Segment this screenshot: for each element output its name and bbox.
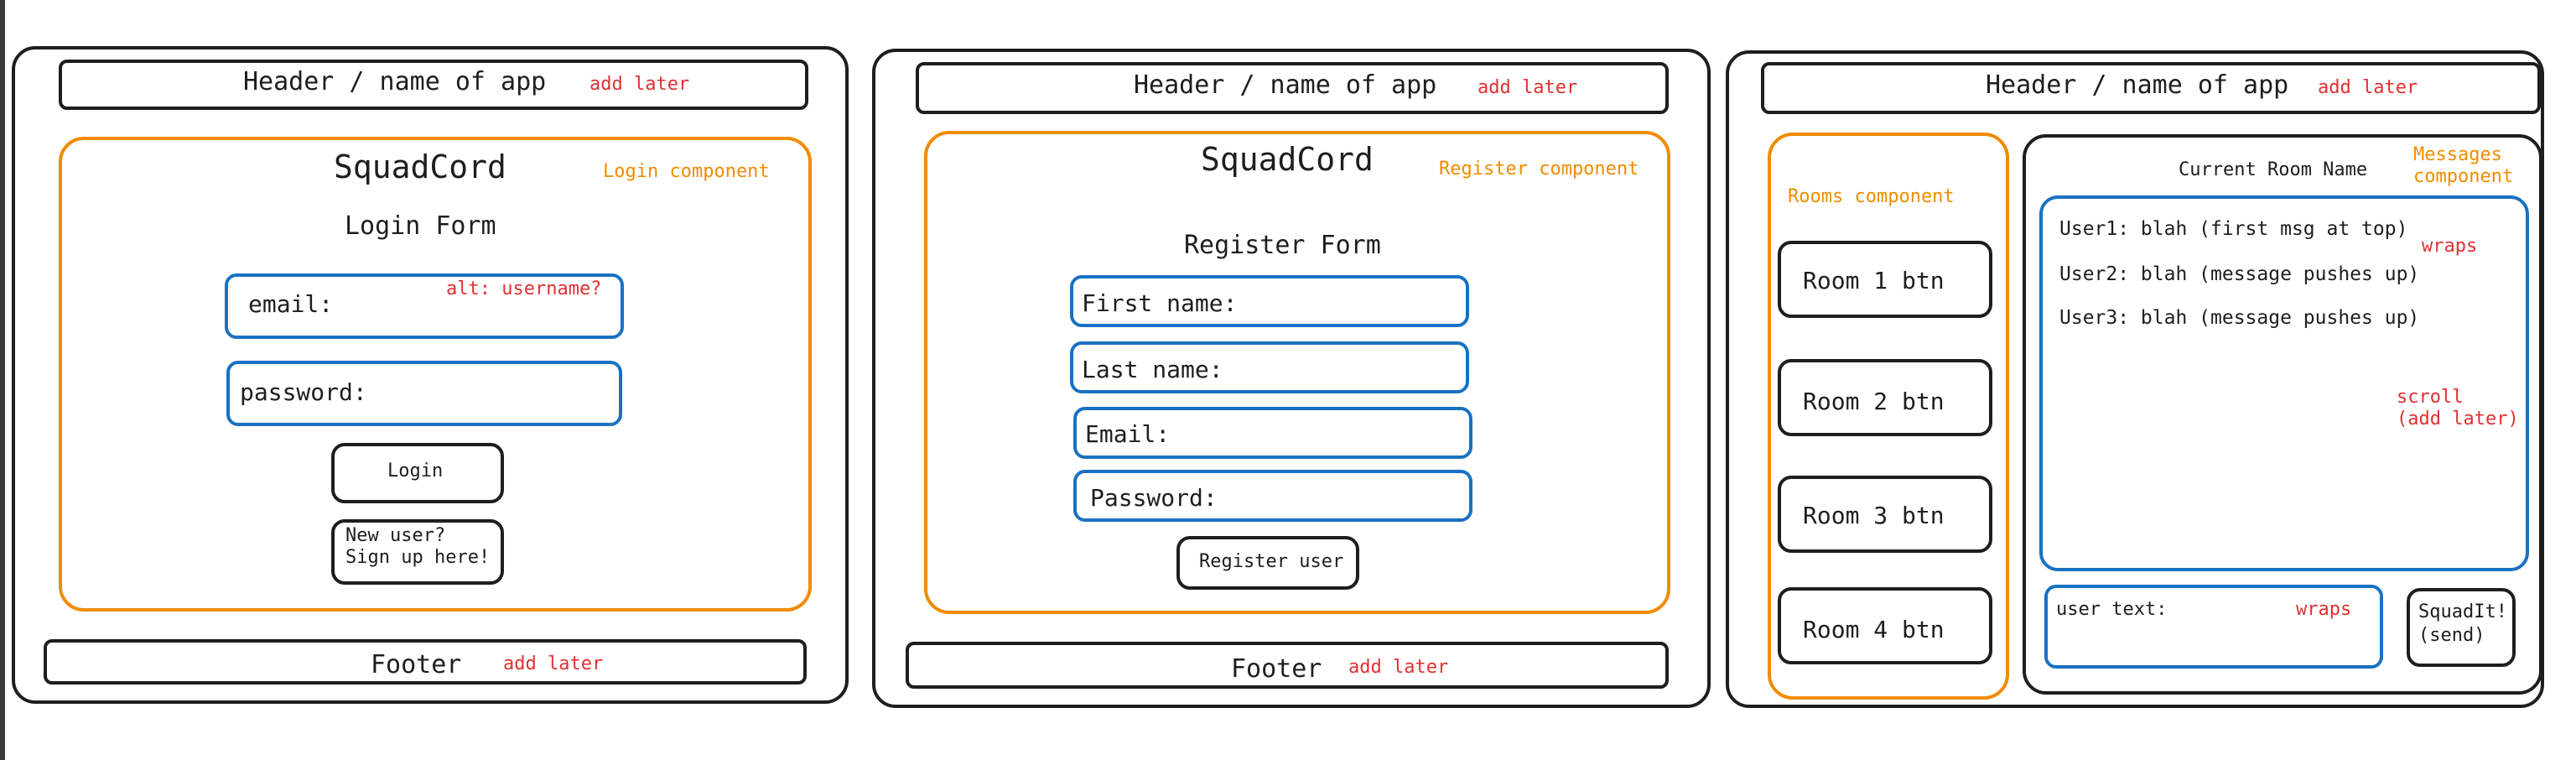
room-3-button[interactable]	[1778, 476, 1992, 553]
room-2-button[interactable]	[1778, 359, 1992, 436]
room-3-label: Room 3 btn	[1803, 502, 1945, 529]
register-form-title: Register Form	[1184, 231, 1381, 260]
scroll-note-1: scroll	[2397, 387, 2464, 408]
room-1-button[interactable]	[1778, 241, 1992, 318]
login-form-title: Login Form	[345, 211, 496, 241]
first-name-label: First name:	[1082, 289, 1238, 317]
register-email-field[interactable]	[1073, 407, 1472, 459]
register-header-text: Header / name of app	[1134, 70, 1437, 100]
login-header-note: add later	[589, 74, 690, 95]
register-app-title: SquadCord	[1201, 141, 1374, 178]
messages-list[interactable]	[2039, 195, 2529, 571]
user-text-input[interactable]	[2044, 585, 2383, 669]
first-name-field[interactable]	[1070, 275, 1469, 327]
login-footer-text: Footer	[371, 650, 462, 679]
last-name-field[interactable]	[1070, 341, 1469, 393]
login-component-label: Login component	[603, 161, 770, 182]
last-name-label: Last name:	[1082, 356, 1223, 383]
room-2-label: Room 2 btn	[1803, 388, 1945, 415]
send-button-line-2: (send)	[2418, 625, 2485, 646]
chat-wireframe	[1726, 50, 2544, 708]
register-footer-text: Footer	[1231, 654, 1322, 684]
register-footer-bar	[906, 642, 1669, 689]
register-header-bar	[916, 62, 1669, 114]
register-password-label: Password:	[1090, 484, 1218, 512]
login-footer-bar	[44, 639, 807, 685]
messages-component	[2023, 134, 2542, 695]
login-button-label: Login	[387, 461, 444, 482]
login-app-title: SquadCord	[334, 148, 506, 185]
login-button[interactable]	[331, 443, 504, 503]
chat-header-bar	[1761, 62, 2541, 114]
scroll-note-2: (add later)	[2397, 409, 2519, 429]
signup-line-1: New user?	[345, 525, 446, 546]
rooms-component-label: Rooms component	[1788, 186, 1955, 207]
email-field[interactable]	[225, 273, 624, 339]
register-user-button[interactable]	[1176, 536, 1359, 590]
register-wireframe	[872, 49, 1711, 708]
register-component-label: Register component	[1439, 159, 1639, 180]
email-alt-note: alt: username?	[446, 278, 602, 299]
register-header-note: add later	[1478, 77, 1578, 98]
register-footer-note: add later	[1348, 657, 1449, 678]
register-email-label: Email:	[1085, 420, 1171, 448]
room-4-button[interactable]	[1778, 587, 1992, 664]
chat-header-note: add later	[2318, 77, 2418, 98]
current-room-name: Current Room Name	[2179, 159, 2368, 180]
login-header-text: Header / name of app	[243, 67, 547, 96]
message-1: User1: blah (first msg at top)	[2059, 218, 2408, 240]
input-wraps-note: wraps	[2296, 599, 2352, 620]
register-password-field[interactable]	[1073, 470, 1472, 522]
login-wireframe	[12, 46, 849, 704]
register-user-button-label: Register user	[1199, 551, 1344, 572]
messages-label-1: Messages	[2413, 144, 2502, 165]
send-button-line-1: SquadIt!	[2418, 601, 2507, 622]
login-footer-note: add later	[503, 653, 604, 674]
room-1-label: Room 1 btn	[1803, 267, 1945, 294]
email-field-label: email:	[248, 290, 334, 318]
message-3: User3: blah (message pushes up)	[2059, 307, 2420, 329]
left-edge-strip	[0, 0, 5, 760]
password-field-label: password:	[240, 378, 367, 406]
chat-header-text: Header / name of app	[1986, 70, 2289, 100]
messages-wraps-note: wraps	[2422, 236, 2478, 257]
login-component	[59, 137, 812, 612]
signup-link-button[interactable]	[331, 519, 504, 585]
message-2: User2: blah (message pushes up)	[2059, 263, 2420, 285]
register-component	[924, 131, 1670, 614]
room-4-label: Room 4 btn	[1803, 616, 1945, 643]
messages-label-2: component	[2413, 166, 2514, 187]
password-field[interactable]	[226, 361, 622, 426]
send-button[interactable]	[2407, 588, 2516, 667]
user-text-label: user text:	[2056, 599, 2168, 620]
rooms-component	[1768, 133, 2009, 700]
signup-line-2: Sign up here!	[345, 547, 491, 568]
login-header-bar	[59, 60, 808, 110]
